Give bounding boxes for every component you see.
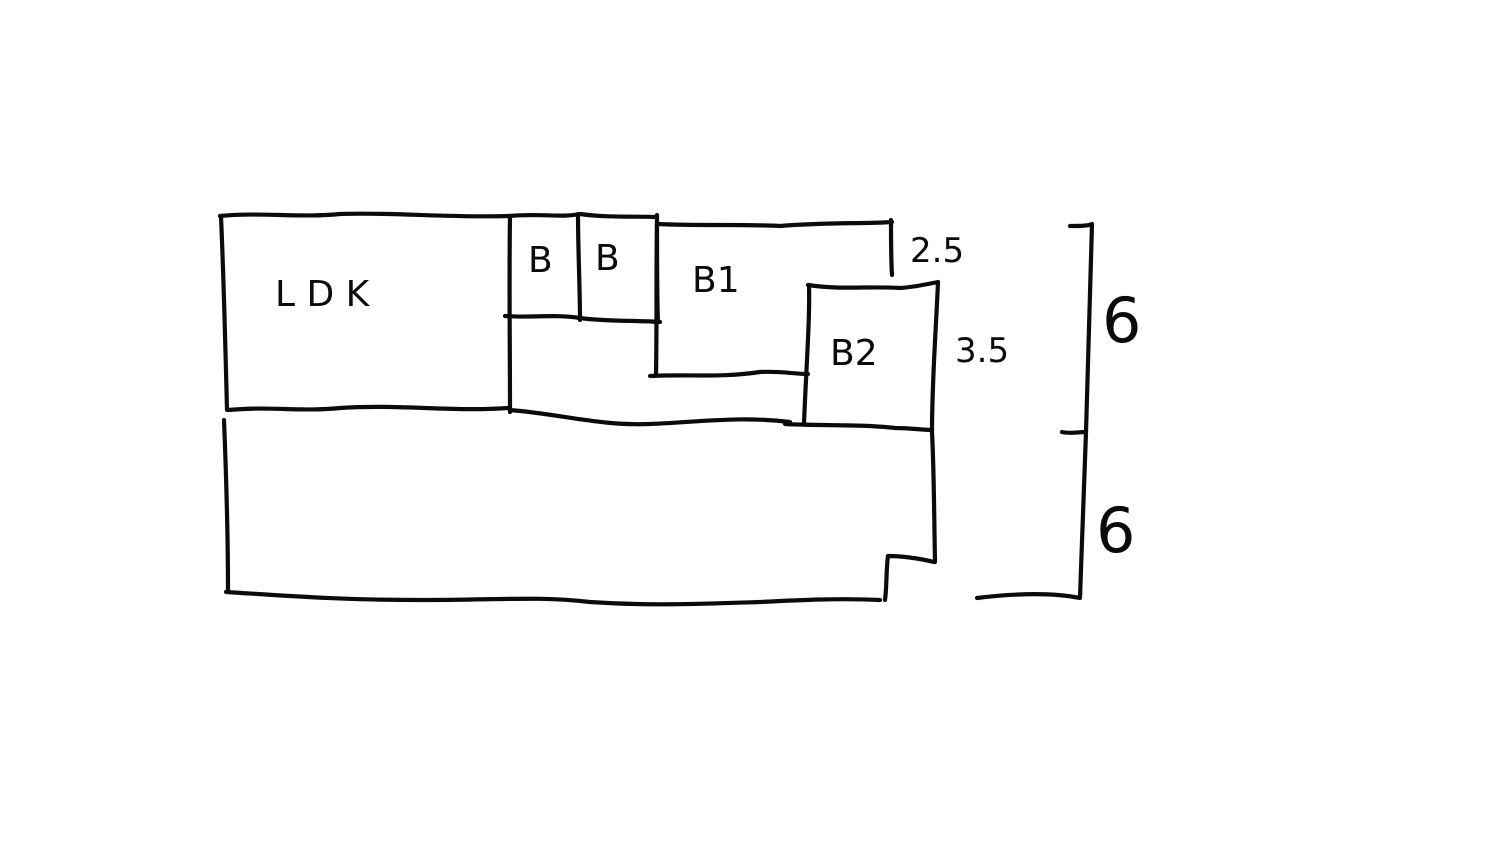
ldk-top-wall — [217, 211, 513, 219]
bracket-upper-segment — [1059, 221, 1095, 435]
b2-left-wall — [801, 282, 812, 427]
b2-top-wall — [805, 279, 941, 291]
lower-notch — [882, 553, 937, 603]
b-divider-wall — [575, 211, 583, 323]
b1-bottom-wall — [647, 369, 811, 379]
b1-right-wall — [888, 217, 895, 278]
middle-dividing-wall — [507, 407, 793, 427]
b1-room: B1 — [647, 217, 895, 379]
lower-bottom-wall — [223, 589, 883, 607]
b2-room: B2 — [782, 279, 941, 435]
ldk-left-wall — [218, 214, 230, 413]
b2-depth-label: 3.5 — [955, 331, 1009, 371]
b2-label: B2 — [830, 333, 878, 374]
overall-dimension-bracket: 6 6 — [974, 221, 1141, 601]
upper-total-label: 6 — [1102, 284, 1141, 357]
b-rooms-top-wall — [507, 211, 660, 220]
lower-left-wall — [221, 417, 231, 595]
b2-right-wall — [929, 279, 941, 435]
b1-depth-label: 2.5 — [910, 231, 964, 271]
lower-right-wall — [929, 429, 938, 565]
b2-bottom-wall — [782, 421, 935, 433]
b1-left-wall — [653, 219, 660, 378]
b-left-label: B — [528, 240, 553, 281]
lower-total-label: 6 — [1096, 494, 1135, 567]
ldk-label: L D K — [275, 274, 371, 315]
bracket-lower-segment — [974, 429, 1089, 601]
b-right-label: B — [595, 238, 620, 279]
ldk-bottom-wall — [225, 404, 511, 413]
b-rooms: B B — [502, 211, 663, 325]
b1-top-wall — [654, 219, 895, 229]
ldk-room: L D K — [217, 211, 513, 415]
lower-room — [221, 417, 938, 607]
b1-label: B1 — [692, 260, 740, 301]
b-rooms-bottom-wall — [502, 313, 663, 325]
